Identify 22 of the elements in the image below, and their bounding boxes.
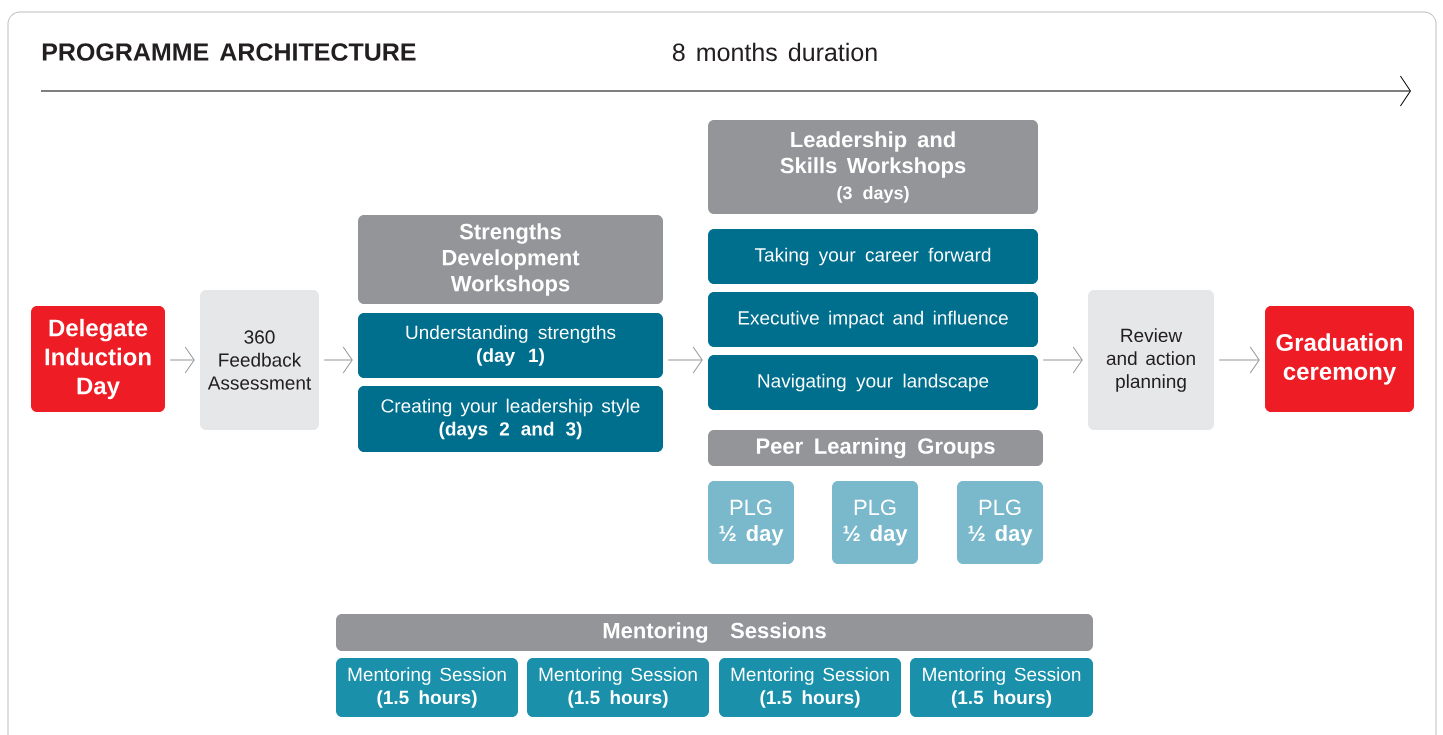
workshop-box: Creating your leadership style (days 2 and 3)	[358, 386, 663, 452]
session-box: Mentoring Session (1.5 hours)	[910, 658, 1093, 717]
group-header: Peer Learning Groups	[708, 430, 1043, 466]
plg-box: PLG ½ day	[957, 481, 1043, 564]
session-box: Mentoring Session (1.5 hours)	[527, 658, 709, 717]
title: PROGRAMME ARCHITECTURE	[42, 43, 416, 61]
step-box: 360 Feedback Assessment	[200, 290, 319, 430]
session-box: Mentoring Session (1.5 hours)	[336, 658, 518, 717]
workshop-box: Taking your career forward	[708, 229, 1038, 284]
group-header: Mentoring Sessions	[336, 614, 1093, 651]
milestone-box: Delegate Induction Day	[31, 306, 165, 412]
milestone-box: Graduation ceremony	[1265, 306, 1414, 412]
duration-label: 8 months duration	[672, 42, 877, 62]
plg-box: PLG ½ day	[708, 481, 794, 564]
workshop-box: Executive impact and influence	[708, 292, 1038, 347]
step-box: Review and action planning	[1088, 290, 1214, 430]
workshop-box: Understanding strengths (day 1)	[358, 313, 663, 378]
group-header: Strengths Development Workshops	[358, 215, 663, 304]
plg-box: PLG ½ day	[832, 481, 918, 564]
group-header: Leadership and Skills Workshops (3 days)	[708, 120, 1038, 214]
session-box: Mentoring Session (1.5 hours)	[719, 658, 901, 717]
workshop-box: Navigating your landscape	[708, 355, 1038, 410]
